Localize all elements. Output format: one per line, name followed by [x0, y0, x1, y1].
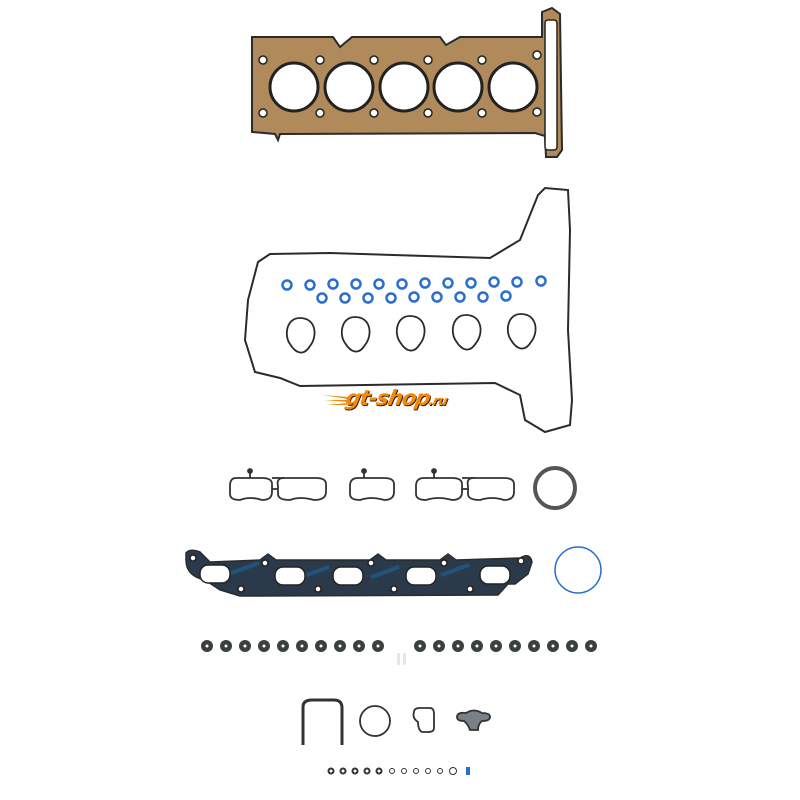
- intake-manifold-gaskets: [229, 468, 515, 501]
- watermark-text: gt-shop.ru: [343, 386, 449, 410]
- valve-cover-gasket: [243, 186, 574, 434]
- small-orings-row: [327, 767, 470, 775]
- valve-stem-seals: [201, 640, 597, 665]
- exhaust-manifold-gasket: [185, 549, 533, 597]
- round-seal: [533, 466, 577, 510]
- small-misc-seals: [301, 698, 491, 745]
- speed-streaks-icon: [322, 395, 350, 405]
- cylinder-head-gasket: [251, 6, 564, 158]
- blue-oring-large: [554, 546, 602, 594]
- watermark-logo: gt-shop.ru: [322, 386, 482, 412]
